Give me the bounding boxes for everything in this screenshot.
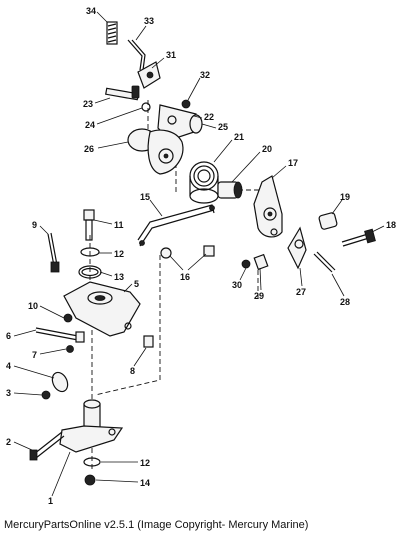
part-4-cap (51, 371, 69, 393)
part-19-bushing (318, 212, 338, 230)
part-30-nut (241, 259, 251, 269)
callout-11: 11 (114, 220, 124, 230)
part-14-nut (84, 474, 96, 486)
part-12-washer-lower (83, 457, 101, 467)
part-10-nut (63, 313, 73, 323)
callout-34: 34 (86, 6, 96, 16)
part-11-bolt (83, 209, 95, 241)
part-2-screw (29, 431, 65, 461)
callout-15: 15 (140, 192, 150, 202)
callout-3: 3 (6, 388, 11, 398)
callout-18: 18 (386, 220, 396, 230)
callout-33: 33 (144, 16, 154, 26)
callout-14: 14 (140, 478, 150, 488)
part-32-nut (181, 99, 191, 109)
callout-21: 21 (234, 132, 244, 142)
cam-plate (147, 129, 184, 175)
callout-20: 20 (262, 144, 272, 154)
part-31-link (137, 61, 161, 89)
part-20-bushing (217, 181, 243, 199)
callout-16: 16 (180, 272, 190, 282)
callout-4: 4 (6, 361, 11, 371)
part-23-screw (105, 85, 140, 101)
callout-30: 30 (232, 280, 242, 290)
callout-25: 25 (218, 122, 228, 132)
callout-22: 22 (204, 112, 214, 122)
part-21-coil-spring (189, 161, 219, 204)
part-18-screw (341, 228, 376, 247)
callout-6: 6 (6, 331, 11, 341)
part-5-housing (63, 281, 141, 337)
part-27-clip (287, 226, 307, 270)
part-12-washer-upper (80, 247, 100, 257)
exploded-parts-diagram: 34 33 31 32 23 24 22 25 26 21 20 17 15 1… (6, 6, 396, 506)
callout-19: 19 (340, 192, 350, 202)
callout-12-upper: 12 (114, 249, 124, 259)
part-17-throttle-arm (253, 175, 283, 238)
part-29-set-screw (253, 253, 269, 271)
callout-24: 24 (85, 120, 95, 130)
part-9-screw (47, 232, 60, 273)
callout-29: 29 (254, 291, 264, 301)
callout-leader-lines (13, 11, 385, 497)
callout-31: 31 (166, 50, 176, 60)
part-24-washer (141, 102, 151, 112)
callout-28: 28 (340, 297, 350, 307)
callout-1: 1 (48, 496, 53, 506)
callout-2: 2 (6, 437, 11, 447)
part-7-nut (66, 345, 74, 353)
part-15-link-rod (137, 204, 215, 247)
part-8-pin (143, 335, 154, 348)
part-34-spring (106, 21, 118, 45)
part-33-pin (127, 39, 146, 71)
part-1-base (59, 399, 124, 453)
callout-26: 26 (84, 144, 94, 154)
part-3-nut (41, 390, 51, 400)
copyright-caption: MercuryPartsOnline v2.5.1 (Image Copyrig… (4, 519, 309, 531)
part-28-screw (313, 251, 336, 273)
callout-8: 8 (130, 366, 135, 376)
callout-9: 9 (32, 220, 37, 230)
callout-labels: 34 33 31 32 23 24 22 25 26 21 20 17 15 1… (6, 6, 396, 506)
callout-5: 5 (134, 279, 139, 289)
callout-12-lower: 12 (140, 458, 150, 468)
callout-7: 7 (32, 350, 37, 360)
callout-32: 32 (200, 70, 210, 80)
callout-17: 17 (288, 158, 298, 168)
callout-27: 27 (296, 287, 306, 297)
part-6-screw (35, 327, 85, 343)
callout-10: 10 (28, 301, 38, 311)
callout-23: 23 (83, 99, 93, 109)
callout-13: 13 (114, 272, 124, 282)
part-16-nuts (160, 245, 215, 259)
